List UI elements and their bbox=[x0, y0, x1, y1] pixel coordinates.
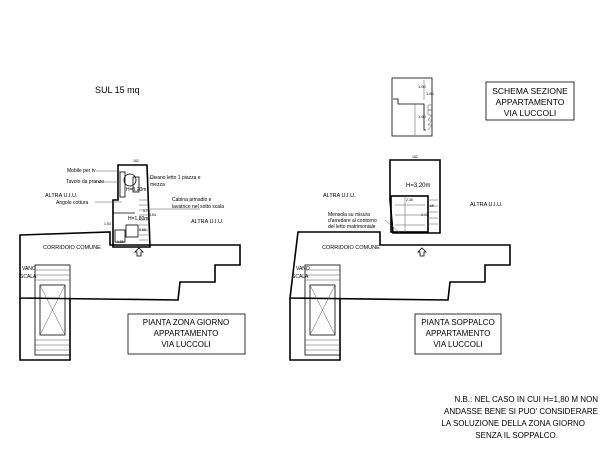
svg-text:Cabina armadio e: Cabina armadio e bbox=[172, 197, 212, 203]
svg-text:PIANTA ZONA GIORNO: PIANTA ZONA GIORNO bbox=[143, 318, 230, 327]
svg-text:1.81: 1.81 bbox=[117, 240, 124, 244]
svg-text:H=3,20m: H=3,20m bbox=[406, 183, 431, 189]
svg-text:APPARTAMENTO: APPARTAMENTO bbox=[426, 329, 491, 338]
svg-text:VANO: VANO bbox=[22, 266, 36, 272]
svg-text:3.54: 3.54 bbox=[149, 213, 156, 217]
svg-text:0.76: 0.76 bbox=[143, 209, 150, 213]
sul-label: SUL 15 mq bbox=[95, 85, 140, 95]
svg-text:CORRIDOIO COMUNE: CORRIDOIO COMUNE bbox=[43, 245, 101, 251]
svg-text:1.53: 1.53 bbox=[104, 222, 111, 226]
section-schema: 1.00 1.60 1.60 bbox=[391, 77, 435, 137]
svg-text:Angolo cottura: Angolo cottura bbox=[56, 200, 88, 206]
svg-text:0.88: 0.88 bbox=[139, 228, 146, 232]
svg-text:ALTRA U.I.U.: ALTRA U.I.U. bbox=[470, 202, 503, 208]
svg-text:APPARTAMENTO: APPARTAMENTO bbox=[496, 97, 565, 107]
svg-text:2.40: 2.40 bbox=[421, 213, 428, 217]
svg-text:CORRIDOIO COMUNE: CORRIDOIO COMUNE bbox=[322, 245, 380, 251]
note: N.B.: NEL CASO IN CUI H=1,80 M NON ANDAS… bbox=[441, 395, 598, 440]
svg-text:1.65: 1.65 bbox=[427, 204, 434, 208]
svg-text:1.60: 1.60 bbox=[426, 91, 435, 96]
svg-text:Tavolo da pranzo: Tavolo da pranzo bbox=[66, 179, 104, 185]
right-plan-title-box: PIANTA SOPPALCO APPARTAMENTO VIA LUCCOLI bbox=[414, 313, 502, 355]
svg-text:VIA LUCCOLI: VIA LUCCOLI bbox=[504, 108, 556, 118]
svg-text:2.35: 2.35 bbox=[406, 198, 413, 202]
left-plan: 162 0.76 1.53 1.81 0.88 3.54 Mobile per … bbox=[19, 159, 241, 361]
svg-text:1.60: 1.60 bbox=[418, 114, 427, 119]
svg-text:lavatrice nel sotto scala: lavatrice nel sotto scala bbox=[172, 204, 224, 210]
left-plan-title-box: PIANTA ZONA GIORNO APPARTAMENTO VIA LUCC… bbox=[127, 313, 246, 355]
svg-text:Mobile per tv: Mobile per tv bbox=[67, 168, 96, 174]
svg-text:SCALA: SCALA bbox=[292, 274, 309, 280]
svg-text:ALTRA U.I.U.: ALTRA U.I.U. bbox=[191, 219, 224, 225]
svg-text:APPARTAMENTO: APPARTAMENTO bbox=[154, 329, 219, 338]
svg-text:ALTRA U.I.U.: ALTRA U.I.U. bbox=[45, 193, 78, 199]
right-plan: 162 2.35 1.65 2.40 H=3,20m ALTRA U.I.U. … bbox=[289, 155, 511, 361]
svg-text:N.B.: NEL CASO IN CUI H=1,80 M: N.B.: NEL CASO IN CUI H=1,80 M NON bbox=[454, 395, 598, 404]
svg-text:H=3,20m: H=3,20m bbox=[126, 187, 146, 193]
svg-text:del letto matrimoniale: del letto matrimoniale bbox=[328, 224, 376, 230]
svg-text:162: 162 bbox=[133, 159, 139, 163]
svg-text:SCALA: SCALA bbox=[20, 274, 37, 280]
svg-text:d'arredare al contorno: d'arredare al contorno bbox=[328, 218, 377, 224]
svg-text:Mensola su misura: Mensola su misura bbox=[328, 212, 370, 218]
svg-text:ANDASSE BENE SI PUO' CONSIDERA: ANDASSE BENE SI PUO' CONSIDERARE bbox=[444, 407, 598, 416]
svg-text:162: 162 bbox=[412, 155, 418, 159]
svg-text:VIA LUCCOLI: VIA LUCCOLI bbox=[161, 340, 210, 349]
svg-text:SENZA IL SOPPALCO.: SENZA IL SOPPALCO. bbox=[475, 431, 558, 440]
svg-text:Divano letto 1 piazza e: Divano letto 1 piazza e bbox=[150, 175, 201, 181]
svg-text:PIANTA SOPPALCO: PIANTA SOPPALCO bbox=[421, 318, 495, 327]
svg-text:ALTRA U.I.U.: ALTRA U.I.U. bbox=[323, 193, 356, 199]
svg-text:VIA LUCCOLI: VIA LUCCOLI bbox=[433, 340, 482, 349]
svg-text:LA SOLUZIONE DELLA ZONA GIORNO: LA SOLUZIONE DELLA ZONA GIORNO bbox=[441, 419, 585, 428]
svg-text:SCHEMA SEZIONE: SCHEMA SEZIONE bbox=[492, 86, 568, 96]
svg-text:VANO: VANO bbox=[296, 266, 310, 272]
svg-text:1.00: 1.00 bbox=[418, 84, 427, 89]
section-title-box: SCHEMA SEZIONE APPARTAMENTO VIA LUCCOLI bbox=[485, 81, 575, 121]
svg-text:mezza: mezza bbox=[150, 182, 165, 188]
svg-text:H=1,80m: H=1,80m bbox=[128, 216, 148, 222]
